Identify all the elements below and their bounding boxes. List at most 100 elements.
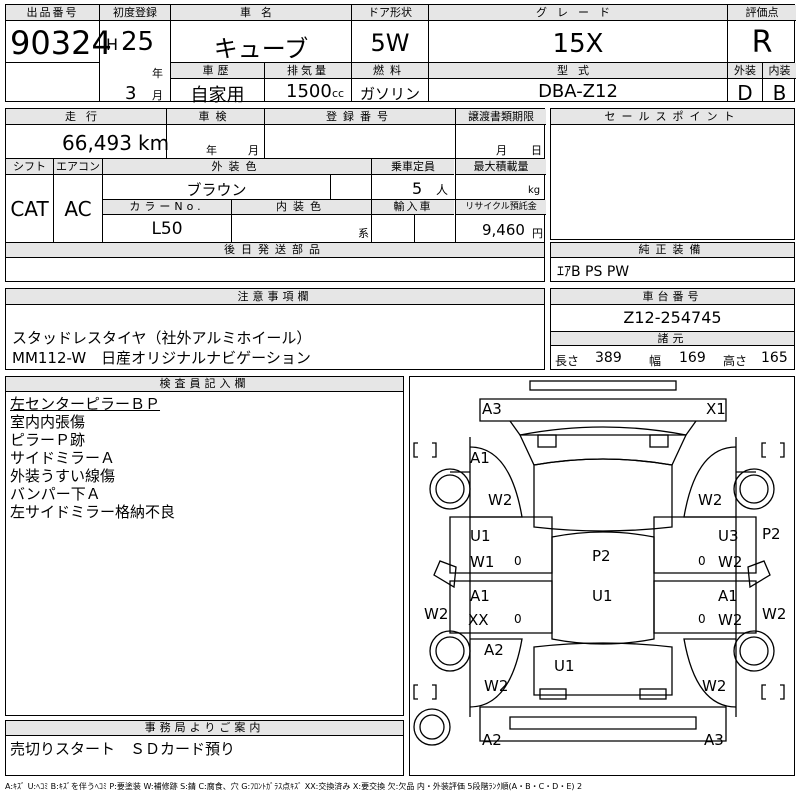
fuel-label: 燃料: [352, 63, 428, 79]
code-w2-lf: W2: [488, 491, 512, 509]
exterior-label: 外装: [728, 63, 762, 79]
car-name: キューブ: [213, 35, 309, 63]
code-p2-rs: P2: [762, 525, 781, 543]
divider: [170, 62, 794, 63]
exterior-grade: D: [737, 81, 753, 105]
code-w2-lq: W2: [484, 677, 508, 695]
chassis-label: 車台番号: [551, 289, 794, 305]
capacity-unit: 人: [436, 183, 449, 197]
code-zero-rr: 0: [698, 612, 706, 626]
sales-point-box: セールスポイント: [550, 108, 795, 240]
code-a3-top: A3: [482, 400, 502, 418]
code-x1-top: X1: [706, 400, 726, 418]
damage-diagram: A3 X1 A1 W2 W2 U1 W1 0 U3 W2 0 P2 P2 U1 …: [409, 376, 795, 776]
max-load-unit: kg: [528, 185, 541, 196]
office-text: 売切りスタート ＳＤカード預り: [10, 740, 236, 758]
fuel-value: ガソリン: [359, 85, 420, 103]
year-unit: 年: [152, 67, 163, 80]
grade-label: グレード: [429, 5, 727, 21]
era: H: [106, 35, 119, 54]
code-p2-roof: P2: [592, 547, 611, 565]
inspection-label: 車検: [167, 109, 264, 125]
ac-label: エアコン: [54, 159, 102, 175]
office-label: 事務局よりご案内: [6, 721, 403, 736]
code-w2-rr: W2: [718, 611, 742, 629]
divider: [264, 109, 265, 158]
mileage-unit: km: [138, 131, 170, 155]
inspector-line: バンパー下Ａ: [10, 485, 101, 503]
width-label: 幅: [649, 354, 662, 368]
chassis-value: Z12-254745: [623, 308, 722, 327]
month-unit: 月: [152, 89, 163, 102]
code-a2-lq: A2: [484, 641, 504, 659]
notes-line: MM112-W 日産オリジナルナビゲーション: [12, 349, 311, 367]
mileage-value: 66,493: [62, 131, 132, 155]
notes-box: 注意事項欄 スタッドレスタイヤ（社外アルミホイール） MM112-W 日産オリジ…: [5, 288, 545, 370]
max-load-label: 最大積載量: [456, 159, 546, 175]
inspector-line: サイドミラーＡ: [10, 449, 116, 467]
inspector-line: 左サイドミラー格納不良: [10, 503, 176, 521]
height-label: 高さ: [723, 354, 748, 368]
length-label: 長さ: [555, 354, 580, 368]
divider: [53, 158, 54, 242]
shift-label: シフト: [6, 159, 53, 175]
code-a3-bot: A3: [704, 731, 724, 749]
score-label: 評価点: [728, 5, 796, 21]
code-a2-bot: A2: [482, 731, 502, 749]
spec-label: 諸元: [551, 331, 794, 346]
inspector-line: ピラーＰ跡: [10, 431, 86, 449]
lot-label: 出品番号: [6, 5, 99, 21]
inspection-year-unit: 年: [206, 144, 217, 157]
code-a1-lr: A1: [470, 587, 490, 605]
code-w2-rs: W2: [762, 605, 786, 623]
inspector-line: 外装うすい線傷: [10, 467, 116, 485]
divider: [762, 62, 763, 101]
first-reg-label: 初度登録: [100, 5, 170, 21]
code-w2-ls: W2: [424, 605, 448, 623]
doc-month-unit: 月: [496, 144, 507, 157]
code-w2-rd: W2: [718, 553, 742, 571]
sales-point-label: セールスポイント: [551, 109, 794, 125]
interior-grade: B: [772, 81, 787, 105]
info-table: 走行 車検 登録番号 譲渡書類期限 66,493 km 年 月 月 日 シフト …: [5, 108, 546, 282]
divider: [6, 62, 99, 63]
code-zero-lr: 0: [514, 612, 522, 626]
length-value: 389: [595, 350, 622, 366]
model-label: 型式: [429, 63, 727, 79]
score-value: R: [751, 25, 773, 60]
recycle-unit: 円: [532, 227, 543, 240]
code-w2-rf: W2: [698, 491, 722, 509]
notes-label: 注意事項欄: [6, 289, 544, 305]
divider: [6, 242, 544, 243]
inspector-line: 左センターピラーＢＰ: [10, 395, 161, 413]
divider: [264, 62, 265, 101]
car-name-label: 車名: [171, 5, 351, 21]
ext-color-value: ブラウン: [186, 181, 247, 199]
reg-no-label: 登録番号: [265, 109, 455, 125]
damage-legend: A:ｷｽﾞ U:ﾍｺﾐ B:ｷｽﾞを伴うﾍｺﾐ P:要塗装 W:補修跡 S:錆 …: [5, 782, 583, 791]
inspector-line: 室内内張傷: [10, 413, 86, 431]
divider: [102, 199, 544, 200]
divider: [231, 199, 232, 242]
model-value: DBA-Z12: [538, 81, 618, 102]
header-table: 出品番号 90324 初度登録 H 25 年 3 月 車名 キューブ ドア形状 …: [5, 4, 796, 106]
mileage-label: 走行: [6, 109, 166, 125]
divider: [455, 158, 456, 242]
recycle-value: 9,460: [482, 221, 525, 239]
ac-value: AC: [64, 197, 92, 221]
capacity-label: 乗車定員: [372, 159, 454, 175]
recycle-label: リサイクル預託金: [456, 200, 546, 215]
displacement-unit: cc: [332, 87, 345, 100]
divider: [414, 215, 415, 242]
int-color-unit: 系: [358, 227, 369, 240]
divider: [371, 158, 372, 242]
code-w2-rq: W2: [702, 677, 726, 695]
later-parts-label: 後日発送部品: [6, 243, 544, 258]
notes-line: スタッドレスタイヤ（社外アルミホイール）: [12, 329, 312, 347]
office-box: 事務局よりご案内 売切りスタート ＳＤカード預り: [5, 720, 404, 776]
divider: [170, 5, 171, 101]
code-xx-lr: XX: [468, 611, 489, 629]
divider: [428, 5, 429, 101]
height-value: 165: [761, 350, 788, 366]
ext-color-label: 外装色: [103, 159, 371, 175]
